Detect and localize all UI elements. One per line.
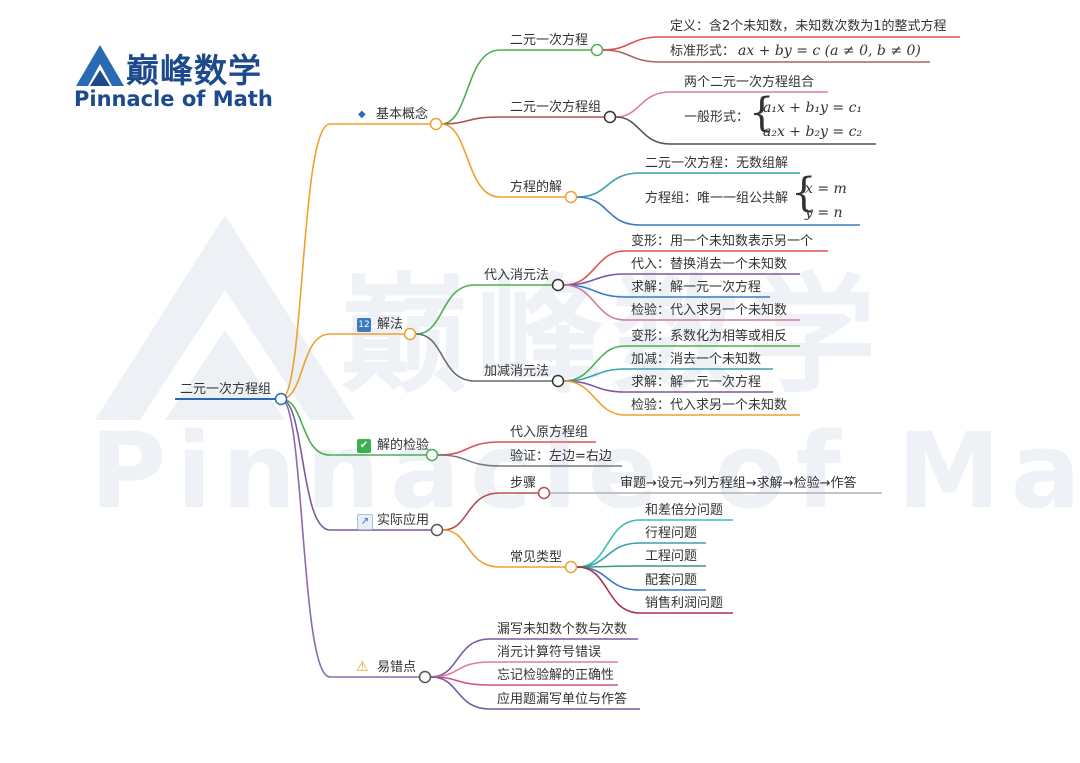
solution-x: x = m	[805, 181, 847, 197]
chart-up-icon: ↗	[357, 514, 373, 530]
leaf-ratio-problems: 和差倍分问题	[645, 503, 724, 518]
solution-brace: {	[791, 170, 817, 216]
node-equation-solution[interactable]: 方程的解	[510, 180, 563, 195]
general-form-eq1: a₁x + b₁y = c₁	[763, 100, 863, 116]
branch-basic-concepts[interactable]: 基本概念	[376, 107, 429, 122]
node-elimination[interactable]: 加减消元法	[484, 364, 550, 379]
leaf-sub-check: 检验：代入求另一个未知数	[631, 303, 788, 318]
leaf-sub-substitute: 代入：替换消去一个未知数	[631, 257, 788, 272]
leaf-elim-check: 检验：代入求另一个未知数	[631, 398, 788, 413]
leaf-sub-solve: 求解：解一元一次方程	[631, 280, 762, 295]
leaf-mistake-missing-count: 漏写未知数个数与次数	[497, 622, 628, 637]
branch-applications[interactable]: 实际应用	[377, 513, 430, 528]
leaf-verify-sides: 验证：左边=右边	[510, 449, 612, 464]
node-substitution[interactable]: 代入消元法	[484, 268, 550, 283]
warning-icon: ⚠	[356, 659, 369, 675]
leaf-matching-problems: 配套问题	[645, 573, 698, 588]
leaf-unique-solution: 方程组：唯一一组公共解	[645, 191, 789, 206]
node-linear-equation[interactable]: 二元一次方程	[510, 33, 589, 48]
leaf-work-problems: 工程问题	[645, 549, 698, 564]
standard-form-formula: ax + by = c (a ≠ 0, b ≠ 0)	[738, 43, 921, 59]
general-form-eq2: a₂x + b₂y = c₂	[763, 124, 863, 140]
leaf-general-form-label: 一般形式：	[684, 110, 750, 125]
leaf-substitute-original: 代入原方程组	[510, 425, 589, 440]
root-topic[interactable]: 二元一次方程组	[180, 382, 272, 397]
leaf-steps-flow: 审题→设元→列方程组→求解→检验→作答	[620, 476, 857, 491]
leaf-profit-problems: 销售利润问题	[645, 596, 724, 611]
branch-solution-check[interactable]: 解的检验	[377, 438, 430, 453]
numbers-icon: 12	[357, 318, 371, 332]
leaf-mistake-forget-check: 忘记检验解的正确性	[497, 668, 615, 683]
leaf-infinite-solutions: 二元一次方程：无数组解	[645, 156, 789, 171]
branch-common-mistakes[interactable]: 易错点	[377, 660, 417, 675]
leaf-elim-transform: 变形：系数化为相等或相反	[631, 329, 788, 344]
system-brace: {	[749, 90, 775, 136]
brand-english: Pinnacle of Math	[74, 87, 273, 111]
leaf-elim-solve: 求解：解一元一次方程	[631, 375, 762, 390]
leaf-mistake-missing-units: 应用题漏写单位与作答	[497, 692, 628, 707]
leaf-sub-transform: 变形：用一个未知数表示另一个	[631, 234, 814, 249]
leaf-definition: 定义：含2个未知数，未知数次数为1的整式方程	[670, 19, 947, 34]
check-icon: ✔	[357, 439, 371, 453]
diamond-icon: ◆	[358, 109, 366, 120]
node-common-types[interactable]: 常见类型	[510, 550, 563, 565]
node-equation-system[interactable]: 二元一次方程组	[510, 100, 602, 115]
leaf-mistake-sign-error: 消元计算符号错误	[497, 645, 602, 660]
node-steps[interactable]: 步骤	[510, 476, 537, 491]
leaf-elim-add: 加减：消去一个未知数	[631, 352, 762, 367]
brand-name: 巅峰数学	[126, 51, 262, 90]
solution-y: y = n	[805, 205, 843, 221]
branch-solution-methods[interactable]: 解法	[377, 317, 404, 332]
leaf-two-equations: 两个二元一次方程组合	[684, 75, 815, 90]
leaf-standard-form-label: 标准形式：	[670, 44, 736, 59]
leaf-travel-problems: 行程问题	[645, 526, 698, 541]
